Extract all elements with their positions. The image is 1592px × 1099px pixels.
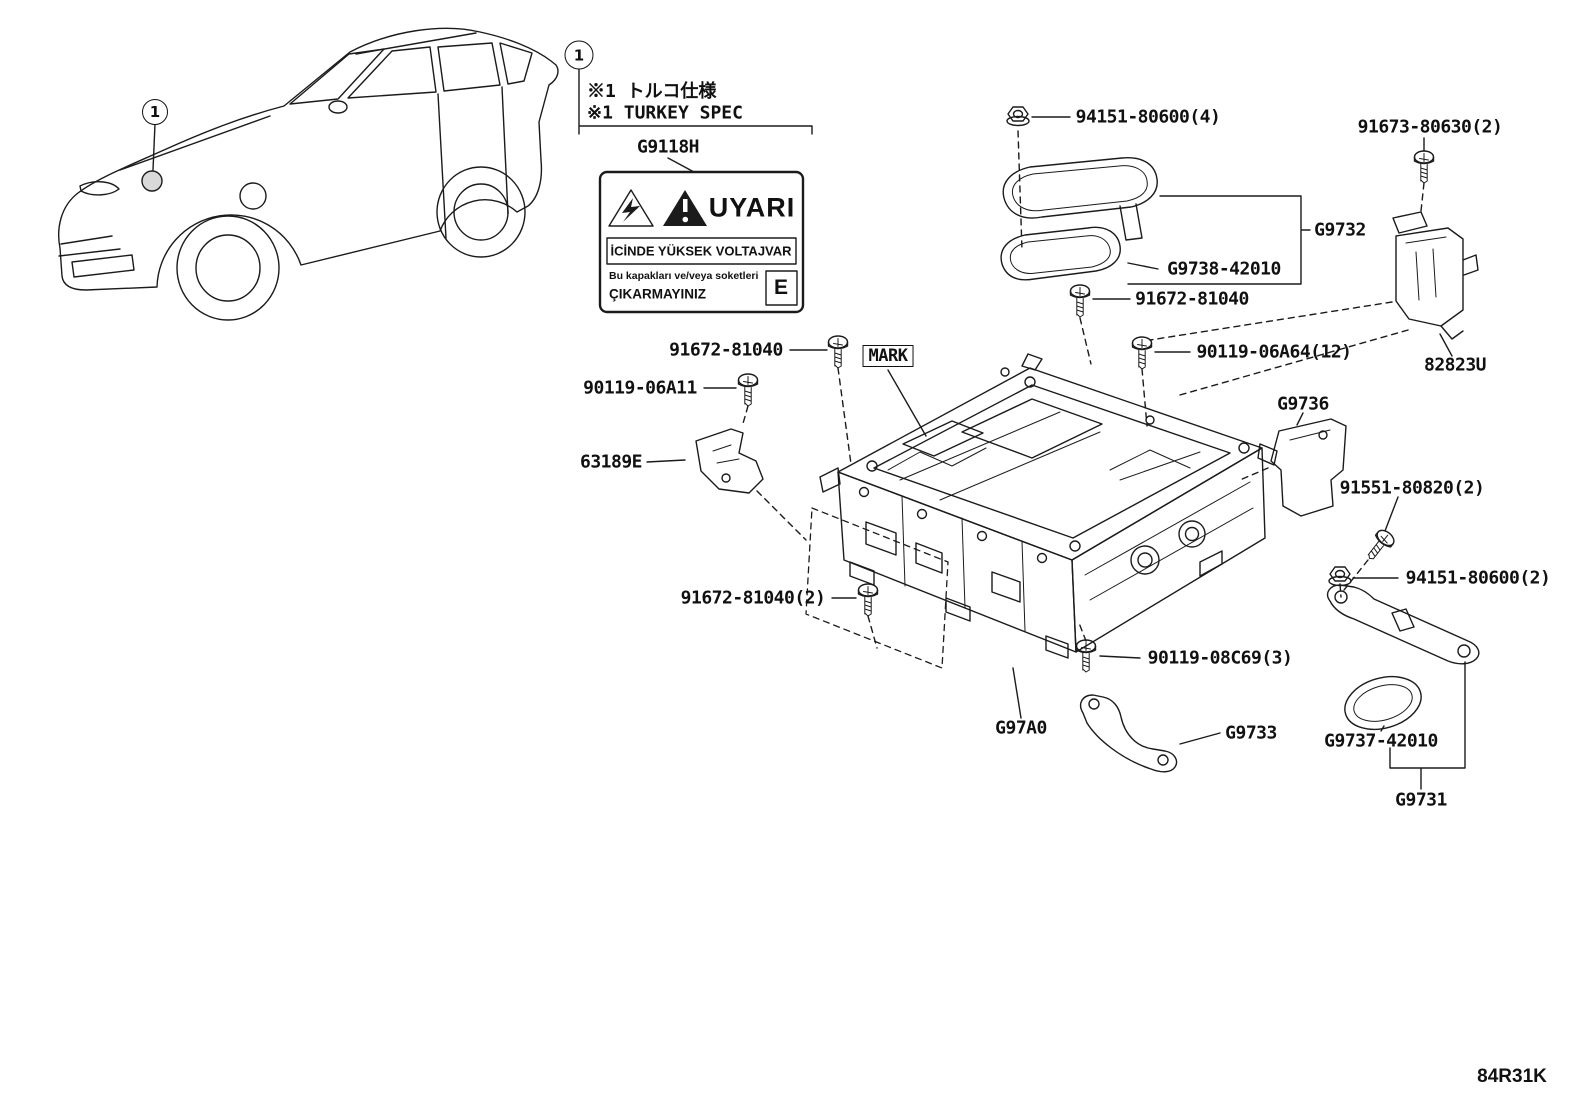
alert-triangle-icon	[663, 190, 707, 226]
fasteners	[737, 106, 1435, 673]
part-label-91551-80820[interactable]: 91551-80820(2)	[1339, 477, 1485, 499]
section-callout-badge: 1	[564, 40, 594, 70]
car-illustration	[58, 27, 559, 321]
leader-lines	[646, 116, 1466, 790]
part-label-g97a0[interactable]: G97A0	[995, 717, 1047, 739]
part-label-63189e[interactable]: 63189E	[579, 451, 643, 473]
warning-voltage-line: İCİNDE YÜKSEK VOLTAJVAR	[610, 243, 792, 259]
warning-title: UYARI	[708, 192, 796, 223]
nut-icon	[1006, 106, 1030, 127]
part-label-91673-80630[interactable]: 91673-80630(2)	[1357, 116, 1503, 138]
car-callout	[141, 123, 163, 192]
gasket-oval-g9737	[1344, 675, 1422, 731]
bracket-g9731	[1326, 584, 1480, 665]
high-voltage-triangle-icon	[608, 189, 654, 227]
assembly-dashed-guides	[741, 130, 1425, 649]
part-label-90119-08c69[interactable]: 90119-08C69(3)	[1147, 647, 1293, 669]
warning-label-graphic	[598, 170, 805, 314]
part-label-g9732[interactable]: G9732	[1314, 219, 1366, 241]
note-turkey-spec-jp: ※1 トルコ仕様	[587, 81, 717, 102]
warning-caution-line1: Bu kapakları ve/veya soketleri	[609, 270, 759, 282]
part-label-g9738-42010[interactable]: G9738-42010	[1167, 258, 1281, 280]
warning-cert-mark: E	[773, 276, 789, 299]
part-label-91672-81040-2[interactable]: 91672-81040(2)	[680, 587, 826, 609]
part-label-g9737-42010[interactable]: G9737-42010	[1324, 730, 1438, 752]
note-turkey-spec-en: ※1 TURKEY SPEC	[587, 102, 743, 124]
screw-icon	[737, 373, 759, 407]
shield-g9736	[1270, 418, 1347, 517]
part-label-94151-80600-4[interactable]: 94151-80600(4)	[1075, 106, 1221, 128]
gasket-lower	[1000, 226, 1121, 281]
inverter-assembly	[805, 353, 1278, 669]
screw-icon	[1361, 526, 1398, 565]
nut-icon	[1328, 566, 1352, 587]
drawing-code: 84R31K	[1477, 1066, 1547, 1087]
section-bracket	[578, 67, 813, 173]
screw-icon	[1075, 639, 1097, 673]
part-label-91672-81040-left[interactable]: 91672-81040	[669, 339, 783, 361]
screw-icon	[1413, 150, 1435, 184]
mark-label: MARK	[862, 345, 914, 367]
part-label-90119-06a64[interactable]: 90119-06A64(12)	[1196, 341, 1352, 363]
part-label-90119-06a11[interactable]: 90119-06A11	[583, 377, 697, 399]
gasket-upper-g9738	[1002, 157, 1158, 241]
part-label-g9736[interactable]: G9736	[1277, 393, 1329, 415]
screw-icon	[827, 335, 849, 369]
car-callout-badge: 1	[142, 99, 168, 125]
warning-caution-line2: ÇIKARMAYINIZ	[609, 286, 707, 302]
part-label-91672-81040-top[interactable]: 91672-81040	[1135, 288, 1249, 310]
part-label-g9731[interactable]: G9731	[1395, 789, 1447, 811]
screw-icon	[1069, 284, 1091, 318]
part-label-g9733[interactable]: G9733	[1225, 722, 1277, 744]
part-label-82823u[interactable]: 82823U	[1423, 354, 1487, 376]
bracket-82823u	[1392, 211, 1479, 340]
screw-icon	[1131, 336, 1153, 370]
bracket-g9733	[1079, 694, 1178, 773]
part-label-g9118h[interactable]: G9118H	[636, 136, 700, 158]
screw-icon	[857, 583, 879, 617]
part-label-94151-80600-2[interactable]: 94151-80600(2)	[1405, 567, 1551, 589]
bracket-63189e	[695, 428, 764, 494]
